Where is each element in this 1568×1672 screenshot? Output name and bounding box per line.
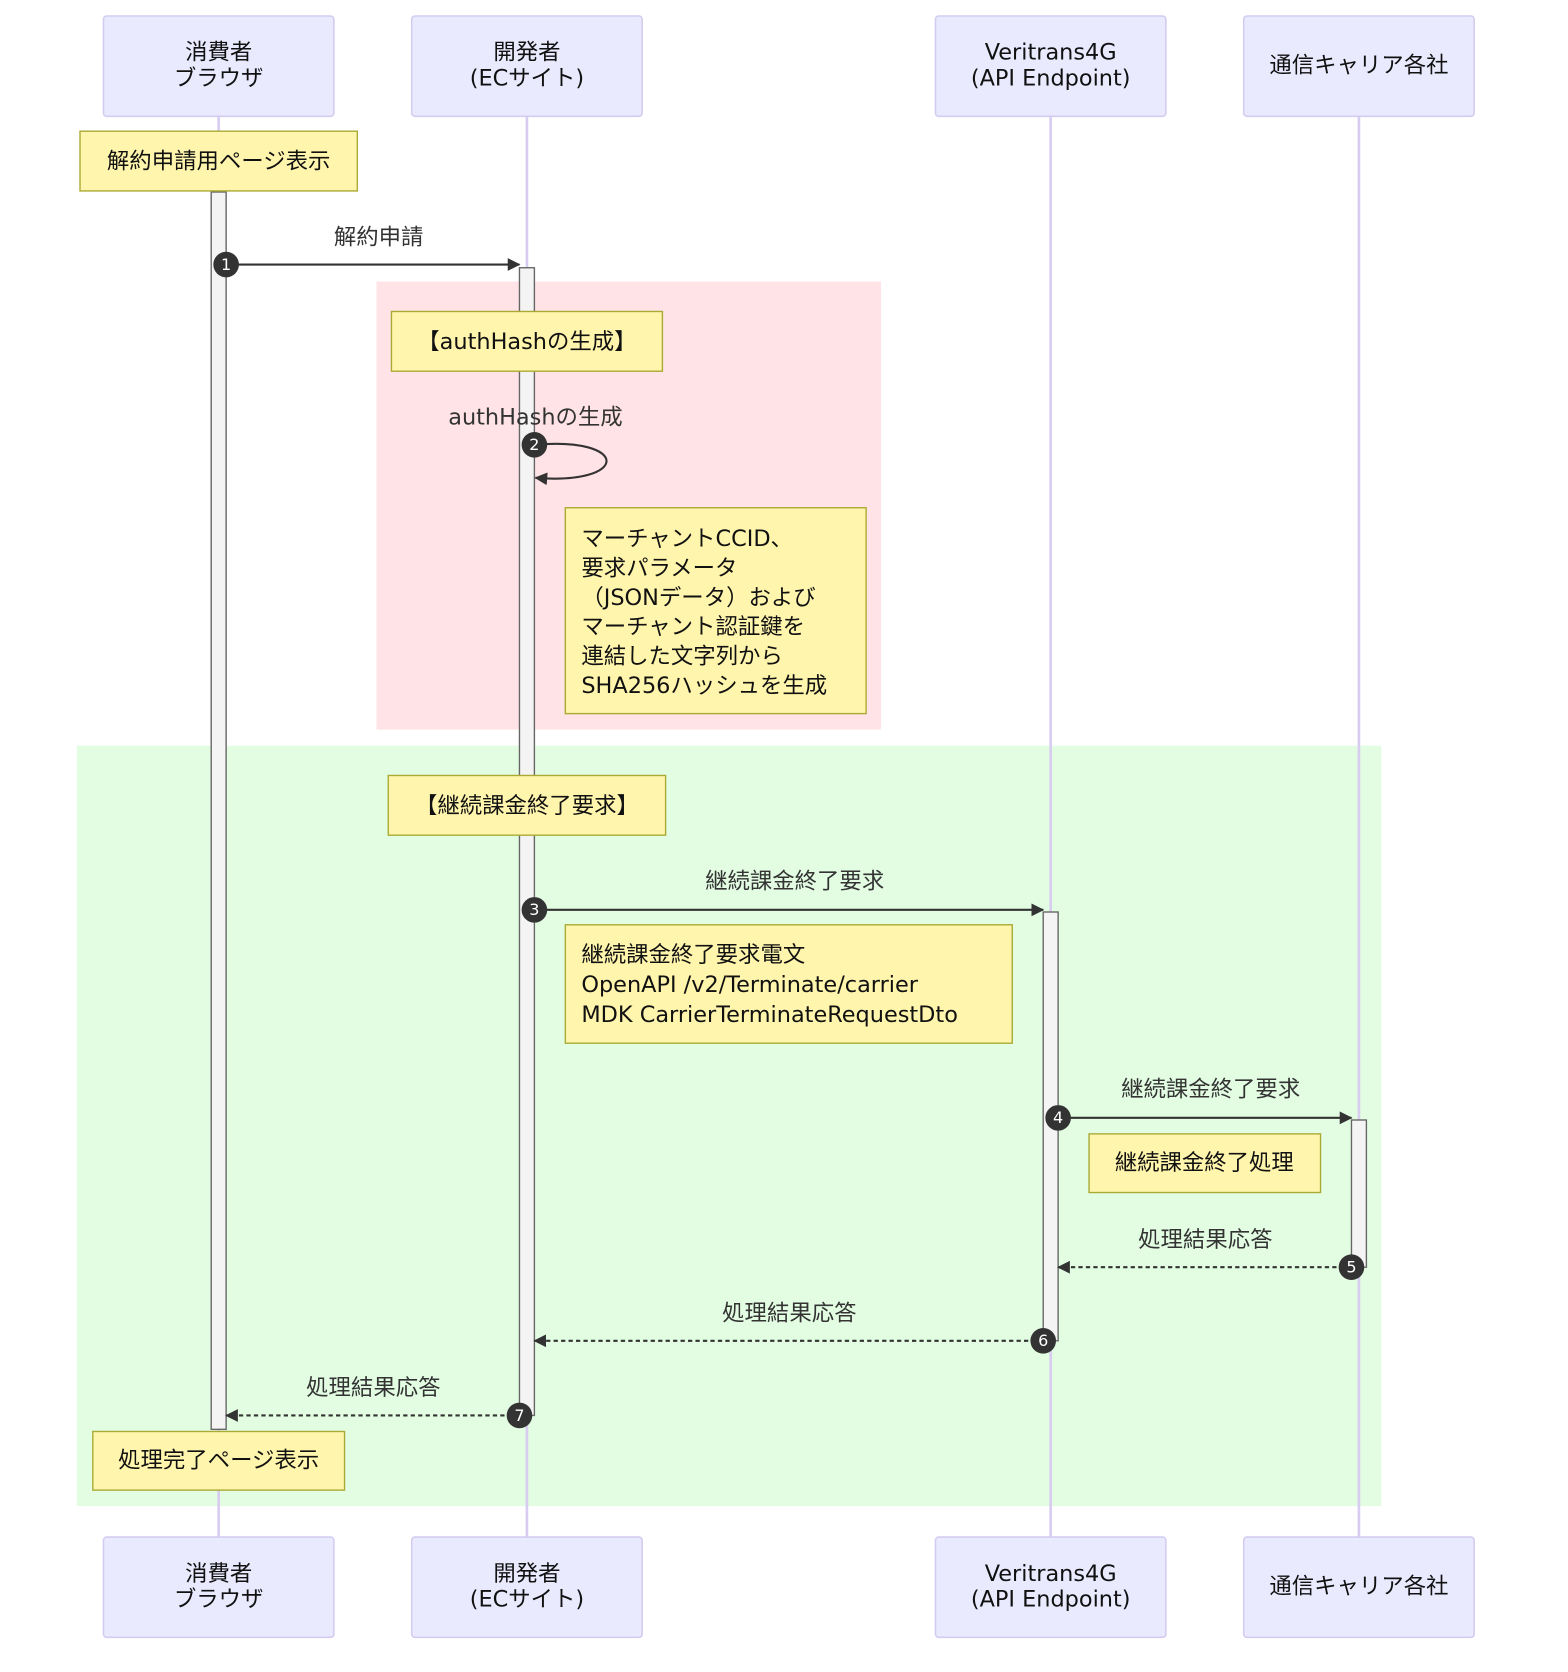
terminate-region	[76, 745, 1382, 1507]
note-line: 要求パラメータ	[581, 555, 737, 581]
participant-name: 消費者	[185, 40, 252, 66]
participant-carrier-bottom: 通信キャリア各社	[1242, 1536, 1475, 1639]
note-terminate-section: 【継続課金終了要求】	[387, 774, 667, 836]
sequence-number: 6	[1038, 1331, 1048, 1350]
sequence-number: 1	[221, 255, 231, 274]
sequence-number-badge	[521, 432, 548, 458]
participant-name: 開発者	[493, 40, 560, 66]
activation-consumer	[210, 191, 227, 1431]
message-5: 処理結果応答 5	[1057, 1227, 1365, 1280]
note-line: マーチャント認証鍵を	[581, 614, 805, 640]
note-authhash-section: 【authHashの生成】	[390, 310, 664, 372]
message-4: 継続課金終了要求 4	[1045, 1077, 1353, 1131]
sequence-number-badge	[521, 897, 548, 923]
sequence-number-badge	[1030, 1328, 1056, 1354]
participant-subtitle: ブラウザ	[174, 1586, 264, 1612]
participant-name: 通信キャリア各社	[1269, 53, 1448, 79]
svg-text:【継続課金終了要求】: 【継続課金終了要求】	[415, 793, 639, 819]
note-line: （JSONデータ）および	[581, 585, 815, 611]
message-label: 処理結果応答	[1138, 1227, 1272, 1253]
self-arrow	[534, 442, 608, 486]
participant-subtitle: (API Endpoint)	[971, 1586, 1131, 1612]
participant-subtitle: (ECサイト)	[470, 1586, 584, 1612]
sequence-number-badge	[213, 251, 239, 278]
note-line: 連結した文字列から	[581, 643, 783, 669]
participant-name: 開発者	[493, 1561, 560, 1587]
message-label: 処理結果応答	[722, 1301, 856, 1327]
participant-developer-bottom: 開発者(ECサイト)	[410, 1536, 643, 1639]
participant-carrier-top: 通信キャリア各社	[1242, 15, 1475, 118]
svg-text:処理完了ページ表示: 処理完了ページ表示	[118, 1448, 319, 1474]
sequence-number: 2	[529, 435, 539, 454]
message-2: authHashの生成 2	[448, 405, 623, 486]
participant-name: 消費者	[185, 1561, 252, 1587]
sequence-number: 7	[514, 1406, 524, 1425]
message-7: 処理結果応答 7	[225, 1375, 533, 1429]
participant-subtitle: (API Endpoint)	[971, 65, 1131, 91]
sequence-number-badge	[1045, 1105, 1071, 1131]
sequence-number-badge	[1338, 1254, 1365, 1280]
note-line: SHA256ハッシュを生成	[581, 673, 827, 699]
participant-name: 通信キャリア各社	[1269, 1574, 1448, 1600]
participant-name: Veritrans4G	[985, 1561, 1117, 1587]
note-terminate-detail: 継続課金終了要求電文 OpenAPI /v2/Terminate/carrierM…	[564, 924, 1013, 1044]
message-label: 解約申請	[334, 224, 424, 250]
message-label: 継続課金終了要求	[705, 869, 884, 895]
note-page-display: 解約申請用ページ表示	[79, 130, 359, 192]
sequence-number: 3	[529, 900, 539, 919]
participant-veritrans-top: Veritrans4G(API Endpoint)	[934, 15, 1167, 118]
activation-carrier	[1350, 1119, 1368, 1268]
sequence-number-badge	[506, 1402, 533, 1429]
participant-developer-top: 開発者(ECサイト)	[410, 15, 643, 118]
note-line: 継続課金終了要求電文	[581, 942, 805, 968]
svg-text:継続課金終了処理: 継続課金終了処理	[1115, 1150, 1294, 1176]
participant-subtitle: (ECサイト)	[470, 65, 584, 91]
message-1: 解約申請 1	[213, 224, 521, 278]
message-label: authHashの生成	[448, 405, 622, 431]
svg-text:解約申請用ページ表示: 解約申請用ページ表示	[107, 149, 330, 175]
participant-subtitle: ブラウザ	[174, 65, 264, 91]
note-carrier-process: 継続課金終了処理	[1088, 1133, 1322, 1194]
participant-veritrans-bottom: Veritrans4G(API Endpoint)	[934, 1536, 1167, 1639]
message-6: 処理結果応答 6	[533, 1301, 1056, 1354]
note-line: OpenAPI /v2/Terminate/carrier	[581, 972, 918, 998]
message-label: 処理結果応答	[306, 1375, 440, 1401]
participant-name: Veritrans4G	[985, 40, 1117, 66]
message-3: 継続課金終了要求 3	[521, 869, 1045, 923]
note-line: マーチャントCCID、	[581, 526, 793, 552]
message-label: 継続課金終了要求	[1121, 1077, 1300, 1103]
sequence-number: 5	[1346, 1258, 1356, 1277]
note-line: MDK CarrierTerminateRequestDto	[581, 1002, 958, 1028]
sequence-number: 4	[1053, 1108, 1063, 1127]
note-complete-display: 処理完了ページ表示	[92, 1430, 346, 1491]
svg-text:【authHashの生成】: 【authHashの生成】	[417, 329, 636, 355]
note-authhash-detail: マーチャントCCID、要求パラメータ （JSONデータ）およびマーチャント認証鍵を…	[564, 507, 867, 715]
